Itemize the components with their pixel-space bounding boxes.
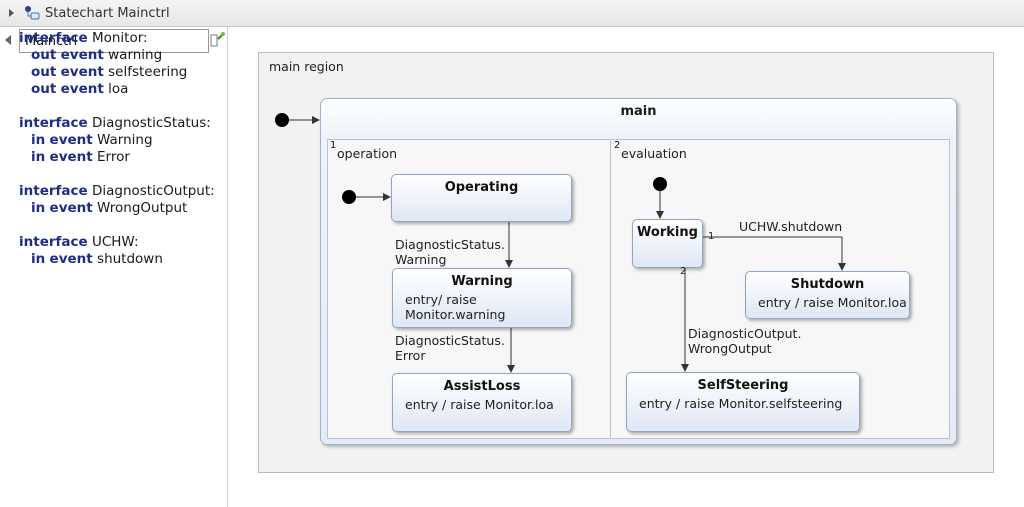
interface-line: interface Monitor: (19, 30, 148, 46)
transition-label-wrongoutput[interactable]: DiagnosticOutput. WrongOutput (688, 326, 802, 356)
state-behavior: entry / raise Monitor.selfsteering (639, 396, 843, 411)
operation-region-label: operation (337, 146, 398, 161)
state-name: Shutdown (790, 277, 865, 292)
state-assistloss[interactable]: AssistLoss entry / raise Monitor.loa (392, 373, 572, 432)
definition-section (0, 27, 228, 507)
priority-label: 1 (708, 231, 715, 242)
state-name: Warning (451, 274, 513, 289)
state-behavior: entry/ raise Monitor.warning (405, 292, 506, 322)
priority-label: 2 (680, 266, 687, 277)
state-name: SelfSteering (697, 378, 789, 393)
state-name: AssistLoss (443, 379, 521, 394)
state-name: Operating (444, 180, 519, 195)
interface-line: interface UCHW: (19, 234, 139, 250)
event-line: out event loa (31, 81, 129, 97)
transition-label-error[interactable]: DiagnosticStatus. Error (395, 333, 505, 363)
editor-title[interactable]: Statechart Mainctrl (45, 6, 170, 21)
event-line: in event shutdown (31, 251, 163, 267)
editor-tab-bar: Statechart Mainctrl (0, 0, 1024, 27)
event-line: in event Error (31, 149, 130, 165)
declarations-text[interactable]: interface Monitor: out event warning out… (19, 30, 215, 268)
transition-label-shutdown[interactable]: UCHW.shutdown (739, 219, 843, 234)
expand-arrow-icon[interactable] (9, 9, 14, 17)
main-state-name: main (620, 104, 657, 119)
state-warning[interactable]: Warning entry/ raise Monitor.warning (392, 268, 572, 328)
state-behavior: entry / raise Monitor.loa (758, 295, 907, 310)
interface-line: interface DiagnosticOutput: (19, 183, 215, 199)
statechart-icon (25, 6, 40, 20)
state-name: Working (637, 225, 698, 240)
state-shutdown[interactable]: Shutdown entry / raise Monitor.loa (745, 271, 910, 319)
collapse-panel-icon[interactable] (5, 35, 11, 45)
state-working[interactable]: Working (632, 219, 703, 268)
region-divider (610, 139, 611, 439)
state-operating[interactable]: Operating (391, 174, 572, 222)
statechart-name-input[interactable] (19, 29, 209, 53)
state-selfsteering[interactable]: SelfSteering entry / raise Monitor.selfs… (626, 372, 860, 432)
interface-line: interface DiagnosticStatus: (19, 115, 211, 131)
evaluation-region-number: 2 (614, 140, 621, 151)
event-line: in event Warning (31, 132, 153, 148)
event-line: in event WrongOutput (31, 200, 188, 216)
evaluation-region-label: evaluation (621, 146, 687, 161)
pin-icon[interactable] (210, 31, 226, 47)
region-label: main region (269, 59, 344, 74)
transition-label-warning[interactable]: DiagnosticStatus. Warning (395, 237, 505, 267)
state-behavior: entry / raise Monitor.loa (405, 397, 554, 412)
event-line: out event warning (31, 47, 163, 63)
event-line: out event selfsteering (31, 64, 188, 80)
operation-region-number: 1 (330, 140, 337, 151)
